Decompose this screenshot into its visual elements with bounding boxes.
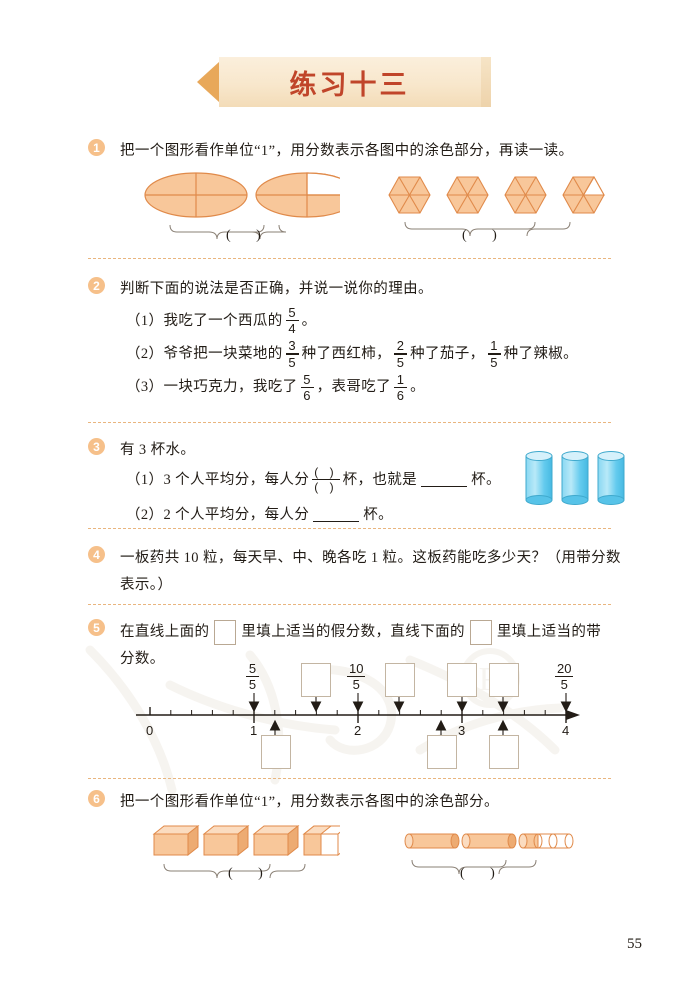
fraction-3-5: 3 5: [285, 339, 299, 369]
exercise-number-2: 2: [88, 277, 105, 294]
axis-arrow-icon: [566, 710, 580, 720]
divider-3: [88, 528, 611, 529]
item-label: （2）: [126, 507, 164, 524]
glass-3: [597, 451, 625, 505]
blank-answer-3-1[interactable]: [421, 473, 468, 487]
tick-label-4: 4: [562, 723, 570, 738]
exercise-6-text: 把一个图形看作单位“1”，用分数表示各图中的涂色部分。: [120, 794, 499, 810]
divider-2: [88, 422, 611, 423]
answer-paren-6a[interactable]: ( ): [228, 866, 274, 881]
figure-ellipses: [144, 172, 340, 240]
fraction-blank-answer[interactable]: ( ) ( ): [312, 465, 340, 495]
exercise-2-item-1: （1） 我吃了一个西瓜的 5 4 。: [126, 305, 317, 337]
exercise-2-item-3: （3） 一块巧克力，我吃了 5 6 ，表哥吃了 1 6 。: [126, 371, 425, 403]
cylinder-1: [404, 833, 460, 849]
exercise-number-4: 4: [88, 546, 105, 563]
exercise-2: 2 判断下面的说法是否正确，并说一说你的理由。 （1） 我吃了一个西瓜的 5 4…: [88, 276, 628, 402]
banner-title: 练习十三: [289, 69, 410, 100]
inline-box-mixed[interactable]: [469, 619, 492, 645]
exercise-1-text: 把一个图形看作单位“1”，用分数表示各图中的涂色部分，再读一读。: [120, 143, 574, 159]
fraction-2-5: 2 5: [394, 339, 408, 369]
divider-1: [88, 258, 611, 259]
fraction-1-5: 1 5: [487, 339, 501, 369]
exercise-4: 4 一板药共 10 粒，每天早、中、晚各吃 1 粒。这板药能吃多少天？（用带分数…: [88, 545, 628, 599]
item-text: 我吃了一个西瓜的: [163, 312, 283, 329]
exercise-4-text: 一板药共 10 粒，每天早、中、晚各吃 1 粒。这板药能吃多少天？（用带分数表示…: [120, 550, 621, 593]
exercise-5-text-d: 分数。: [120, 651, 165, 667]
cylinder-2: [461, 833, 517, 849]
exercise-3-item-1: （1） 3 个人平均分，每人分 ( ) ( ) 杯，也就是 杯。: [126, 465, 501, 495]
page-banner: 练习十三: [0, 57, 699, 107]
cuboid-4-half-shaded: [302, 825, 340, 857]
answer-box-above-1[interactable]: [301, 663, 331, 697]
tick-label-0: 0: [146, 723, 154, 738]
figure-cuboids: [152, 824, 340, 879]
answer-box-above-4[interactable]: [489, 663, 519, 697]
exercise-number-1: 1: [88, 139, 105, 156]
exercise-6: 6 把一个图形看作单位“1”，用分数表示各图中的涂色部分。: [88, 789, 628, 815]
fraction-5-4: 5 4: [285, 306, 299, 335]
given-fraction-10-5: 10 5: [347, 661, 366, 693]
answer-box-below-2[interactable]: [427, 735, 457, 769]
exercise-5-text-b: 里填上适当的假分数，直线下面的: [241, 624, 465, 640]
exercise-5-text-a: 在直线上面的: [120, 624, 210, 640]
figure-hexagons: [388, 175, 605, 237]
cylinder-3-one-third-shaded: [518, 833, 574, 849]
glass-2: [561, 451, 589, 505]
divider-4: [88, 604, 611, 605]
given-fraction-5-5: 5 5: [243, 662, 262, 691]
exercise-2-item-2: （2） 爷爷把一块菜地的 3 5 种了西红柿， 2 5 种了茄子， 1 5: [126, 338, 579, 370]
exercise-2-text: 判断下面的说法是否正确，并说一说你的理由。: [120, 281, 433, 297]
exercise-3-text: 有 3 杯水。: [120, 442, 196, 458]
item-label: （2）: [126, 345, 164, 362]
exercise-number-5: 5: [88, 619, 105, 636]
answer-box-above-3[interactable]: [447, 663, 477, 697]
divider-5: [88, 778, 611, 779]
tick-label-2: 2: [354, 723, 362, 738]
cuboid-3: [252, 824, 300, 857]
exercise-5-text-c: 里填上适当的带: [496, 624, 602, 640]
item-label: （1）: [126, 312, 164, 329]
figure-number-line: [136, 693, 580, 737]
figure-water-glasses: [525, 451, 625, 505]
page-number: 55: [627, 936, 642, 952]
fraction-1-6: 1 6: [394, 373, 408, 402]
tick-label-1: 1: [250, 723, 258, 738]
given-fraction-20-5: 20 5: [555, 661, 574, 693]
figure-cylinders: [404, 833, 574, 875]
exercise-3: 3 有 3 杯水。 （1） 3 个人平均分，每人分 ( ) ( ) 杯，也就是 …: [88, 437, 628, 528]
answer-paren-1a[interactable]: ( ): [226, 228, 272, 243]
exercise-number-3: 3: [88, 438, 105, 455]
glass-1: [525, 451, 553, 505]
fraction-5-6: 5 6: [300, 373, 314, 402]
tick-label-3: 3: [458, 723, 466, 738]
blank-answer-3-2[interactable]: [313, 508, 360, 523]
exercise-number-6: 6: [88, 790, 105, 807]
cuboid-1: [152, 824, 200, 857]
answer-box-below-3[interactable]: [489, 735, 519, 769]
answer-paren-6b[interactable]: ( ): [460, 866, 506, 881]
answer-box-above-2[interactable]: [385, 663, 415, 697]
banner-plate: 练习十三: [196, 57, 491, 107]
answer-box-below-1[interactable]: [261, 735, 291, 769]
answer-paren-1b[interactable]: ( ): [462, 228, 508, 243]
cuboid-2: [202, 824, 250, 857]
item-label: （3）: [126, 379, 164, 396]
item-label: （1）: [126, 471, 164, 488]
exercise-1: 1 把一个图形看作单位“1”，用分数表示各图中的涂色部分，再读一读。: [88, 138, 628, 164]
exercise-3-item-2: （2） 2 个人平均分，每人分 杯。: [126, 502, 628, 528]
inline-box-improper[interactable]: [214, 619, 237, 645]
exercise-5: 5 在直线上面的 里填上适当的假分数，直线下面的 里填上适当的带 分数。: [88, 618, 628, 672]
